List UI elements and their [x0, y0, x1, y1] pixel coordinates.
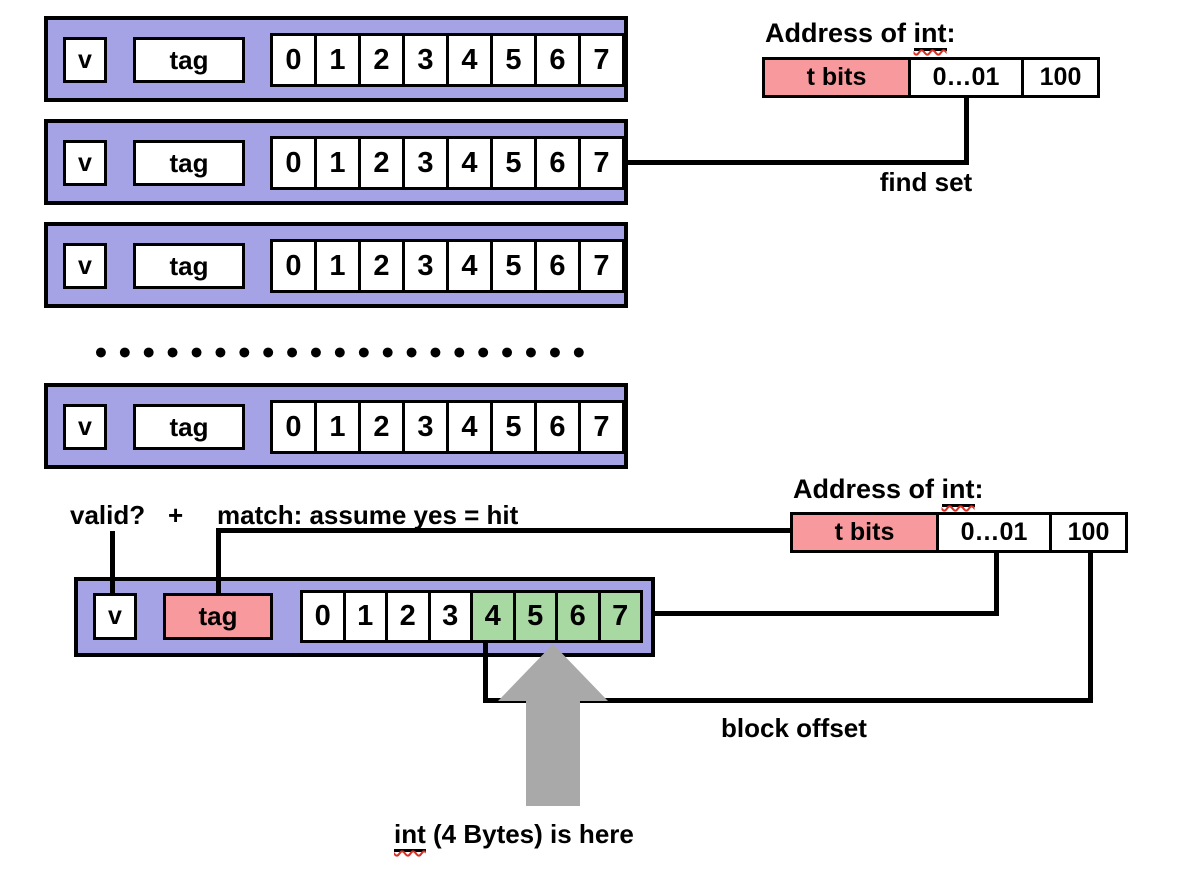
tag-match-connector-vertical [216, 528, 221, 595]
byte-cell-2: 2 [358, 136, 405, 190]
cache-set-row-1: v tag 0 1 2 3 4 5 6 7 [44, 16, 628, 102]
block-byte-cells: 0 1 2 3 4 5 6 7 [300, 590, 643, 643]
tag-box: tag [133, 140, 245, 186]
cache-set-row-4: v tag 0 1 2 3 4 5 6 7 [44, 383, 628, 469]
t-bits-field: t bits [790, 512, 939, 553]
byte-cell-3: 3 [402, 400, 449, 454]
ellipsis-dots: ●●●●●●●●●●●●●●●●●●●●● [94, 338, 596, 364]
int-word: int [394, 819, 426, 852]
byte-cell-0: 0 [270, 239, 317, 293]
up-arrow-icon [498, 644, 608, 701]
byte-cell-2: 2 [358, 239, 405, 293]
byte-cell-4-selected: 4 [470, 590, 516, 643]
set-index-connector-vertical [994, 551, 999, 615]
byte-cell-0: 0 [270, 400, 317, 454]
tag-box: tag [133, 243, 245, 289]
find-set-connector-horizontal [627, 160, 969, 165]
valid-bit-box: v [63, 37, 107, 83]
byte-cell-2: 2 [358, 33, 405, 87]
valid-bit-box: v [63, 404, 107, 450]
title-word-int: int [913, 18, 947, 51]
byte-cell-7: 7 [578, 400, 625, 454]
address-of-int-title-top: Address of int: [765, 18, 956, 51]
set-index-field: 0…01 [936, 512, 1052, 553]
byte-cell-4: 4 [446, 400, 493, 454]
block-offset-label: block offset [721, 713, 867, 743]
address-bits-table-top: t bits 0…01 100 [762, 57, 1100, 98]
byte-cell-7: 7 [578, 33, 625, 87]
title-prefix: Address of [765, 18, 914, 48]
byte-cell-4: 4 [446, 239, 493, 293]
plus-label: + [168, 500, 184, 530]
byte-cell-1: 1 [314, 400, 361, 454]
byte-cell-6: 6 [534, 33, 581, 87]
address-of-int-title-bottom: Address of int: [793, 474, 984, 507]
byte-cell-3: 3 [402, 33, 449, 87]
cell4-connector-vertical [483, 640, 488, 703]
valid-bit-box: v [93, 593, 137, 640]
valid-bit-box: v [63, 243, 107, 289]
tag-box-matched: tag [163, 593, 273, 640]
title-suffix: : [946, 18, 956, 48]
valid-connector-vertical [110, 531, 115, 595]
byte-cell-5: 5 [490, 400, 537, 454]
byte-cell-5-selected: 5 [512, 590, 558, 643]
byte-cell-3: 3 [402, 239, 449, 293]
byte-cell-0: 0 [270, 33, 317, 87]
byte-cell-2: 2 [358, 400, 405, 454]
cache-set-row-3: v tag 0 1 2 3 4 5 6 7 [44, 222, 628, 308]
int-is-here-label: int (4 Bytes) is here [394, 819, 634, 852]
title-word-int: int [941, 474, 975, 507]
byte-cell-4: 4 [446, 33, 493, 87]
block-byte-cells: 0 1 2 3 4 5 6 7 [270, 400, 625, 454]
byte-cell-1: 1 [342, 590, 388, 643]
match-assume-hit-label: match: assume yes = hit [217, 500, 519, 530]
t-bits-field: t bits [762, 57, 911, 98]
address-bits-table-bottom: t bits 0…01 100 [790, 512, 1128, 553]
valid-question-label: valid? [70, 500, 146, 530]
byte-cell-6: 6 [534, 400, 581, 454]
byte-cell-2: 2 [385, 590, 431, 643]
offset-connector-horizontal [483, 698, 1093, 703]
byte-cell-6: 6 [534, 136, 581, 190]
byte-cell-3: 3 [427, 590, 473, 643]
byte-cell-7: 7 [578, 239, 625, 293]
tag-match-connector-horizontal [216, 528, 792, 533]
byte-cell-6: 6 [534, 239, 581, 293]
int-here-rest: (4 Bytes) is here [425, 819, 634, 849]
byte-cell-5: 5 [490, 33, 537, 87]
block-byte-cells: 0 1 2 3 4 5 6 7 [270, 33, 625, 87]
block-offset-field: 100 [1021, 57, 1100, 98]
cache-set-row-2: v tag 0 1 2 3 4 5 6 7 [44, 119, 628, 205]
title-suffix: : [974, 474, 984, 504]
byte-cell-5: 5 [490, 136, 537, 190]
set-index-connector-horizontal [652, 611, 999, 616]
byte-cell-0: 0 [270, 136, 317, 190]
tag-box: tag [133, 37, 245, 83]
block-offset-field: 100 [1049, 512, 1128, 553]
up-arrow-shaft [526, 699, 580, 806]
find-set-connector-vertical [964, 95, 969, 165]
byte-cell-1: 1 [314, 33, 361, 87]
tag-box: tag [133, 404, 245, 450]
byte-cell-7-selected: 7 [597, 590, 643, 643]
byte-cell-1: 1 [314, 239, 361, 293]
byte-cell-0: 0 [300, 590, 346, 643]
offset-connector-vertical [1088, 551, 1093, 703]
block-byte-cells: 0 1 2 3 4 5 6 7 [270, 239, 625, 293]
cache-set-row-selected: v tag 0 1 2 3 4 5 6 7 [74, 577, 655, 657]
byte-cell-5: 5 [490, 239, 537, 293]
byte-cell-6-selected: 6 [555, 590, 601, 643]
find-set-label: find set [879, 167, 973, 197]
title-prefix: Address of [793, 474, 942, 504]
set-index-field: 0…01 [908, 57, 1024, 98]
valid-bit-box: v [63, 140, 107, 186]
byte-cell-1: 1 [314, 136, 361, 190]
byte-cell-3: 3 [402, 136, 449, 190]
byte-cell-7: 7 [578, 136, 625, 190]
block-byte-cells: 0 1 2 3 4 5 6 7 [270, 136, 625, 190]
byte-cell-4: 4 [446, 136, 493, 190]
